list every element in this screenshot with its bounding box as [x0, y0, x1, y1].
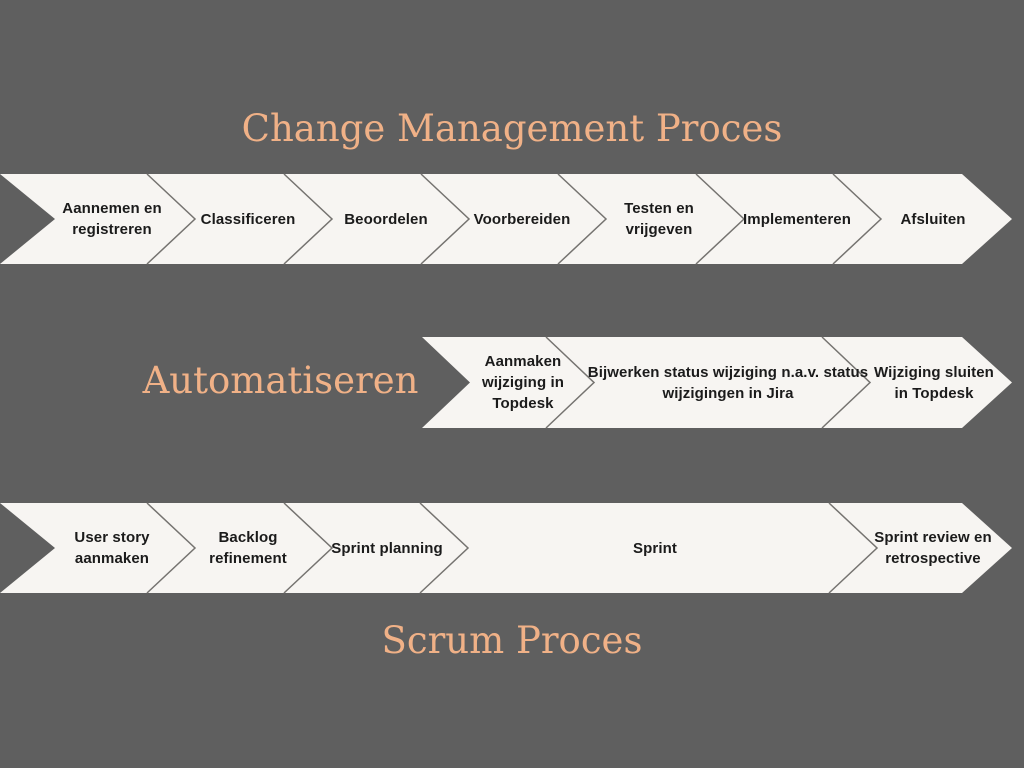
chevron-divider [832, 173, 883, 265]
chevron-divider [283, 173, 334, 265]
step-beoordelen: Beoordelen [344, 210, 428, 228]
step-classificeren: Classificeren [200, 210, 296, 228]
step-aannemen-en-registreren: Aannemen en registreren [62, 200, 162, 238]
automatiseren-band: Aanmaken wijziging in Topdesk Bijwerken … [422, 336, 1012, 429]
chevron-divider [146, 173, 197, 265]
step-aanmaken-wijziging-in-topdesk: Aanmaken wijziging in Topdesk [481, 353, 565, 412]
step-sprint: Sprint [633, 539, 677, 557]
scrum-proces-title: Scrum Proces [381, 619, 643, 662]
chevron-divider [146, 502, 197, 594]
chevron-divider [545, 336, 596, 429]
automatiseren-band-graphic [422, 336, 1012, 429]
scrum-band-graphic [0, 502, 1012, 594]
arrow-band-shape [0, 174, 1012, 264]
step-sprint-review-en-retrospective: Sprint review en retrospective [874, 529, 992, 567]
step-backlog-refinement: Backlog refinement [209, 529, 287, 567]
chevron-divider [821, 336, 872, 429]
step-afsluiten: Afsluiten [900, 210, 966, 228]
chevron-divider [419, 502, 470, 594]
change-management-band-graphic [0, 173, 1012, 265]
step-testen-en-vrijgeven: Testen en vrijgeven [624, 200, 694, 238]
chevron-divider [828, 502, 879, 594]
step-voorbereiden: Voorbereiden [473, 210, 571, 228]
arrow-band-shape [0, 503, 1012, 593]
automatiseren-title: Automatiseren [142, 359, 419, 402]
step-user-story-aanmaken: User story aanmaken [74, 529, 150, 567]
chevron-divider [283, 502, 334, 594]
step-implementeren: Implementeren [743, 210, 851, 228]
chevron-divider [420, 173, 471, 265]
change-management-title: Change Management Proces [241, 107, 783, 150]
step-wijziging-sluiten-in-topdesk: Wijziging sluiten in Topdesk [874, 363, 994, 402]
scrum-band: User story aanmaken Backlog refinement S… [0, 502, 1012, 594]
step-bijwerken-status-wijziging: Bijwerken status wijziging n.a.v. status… [587, 363, 869, 402]
step-sprint-planning: Sprint planning [331, 539, 443, 557]
change-management-band: Aannemen en registreren Classificeren Be… [0, 173, 1012, 265]
chevron-divider [557, 173, 608, 265]
chevron-divider [695, 173, 746, 265]
